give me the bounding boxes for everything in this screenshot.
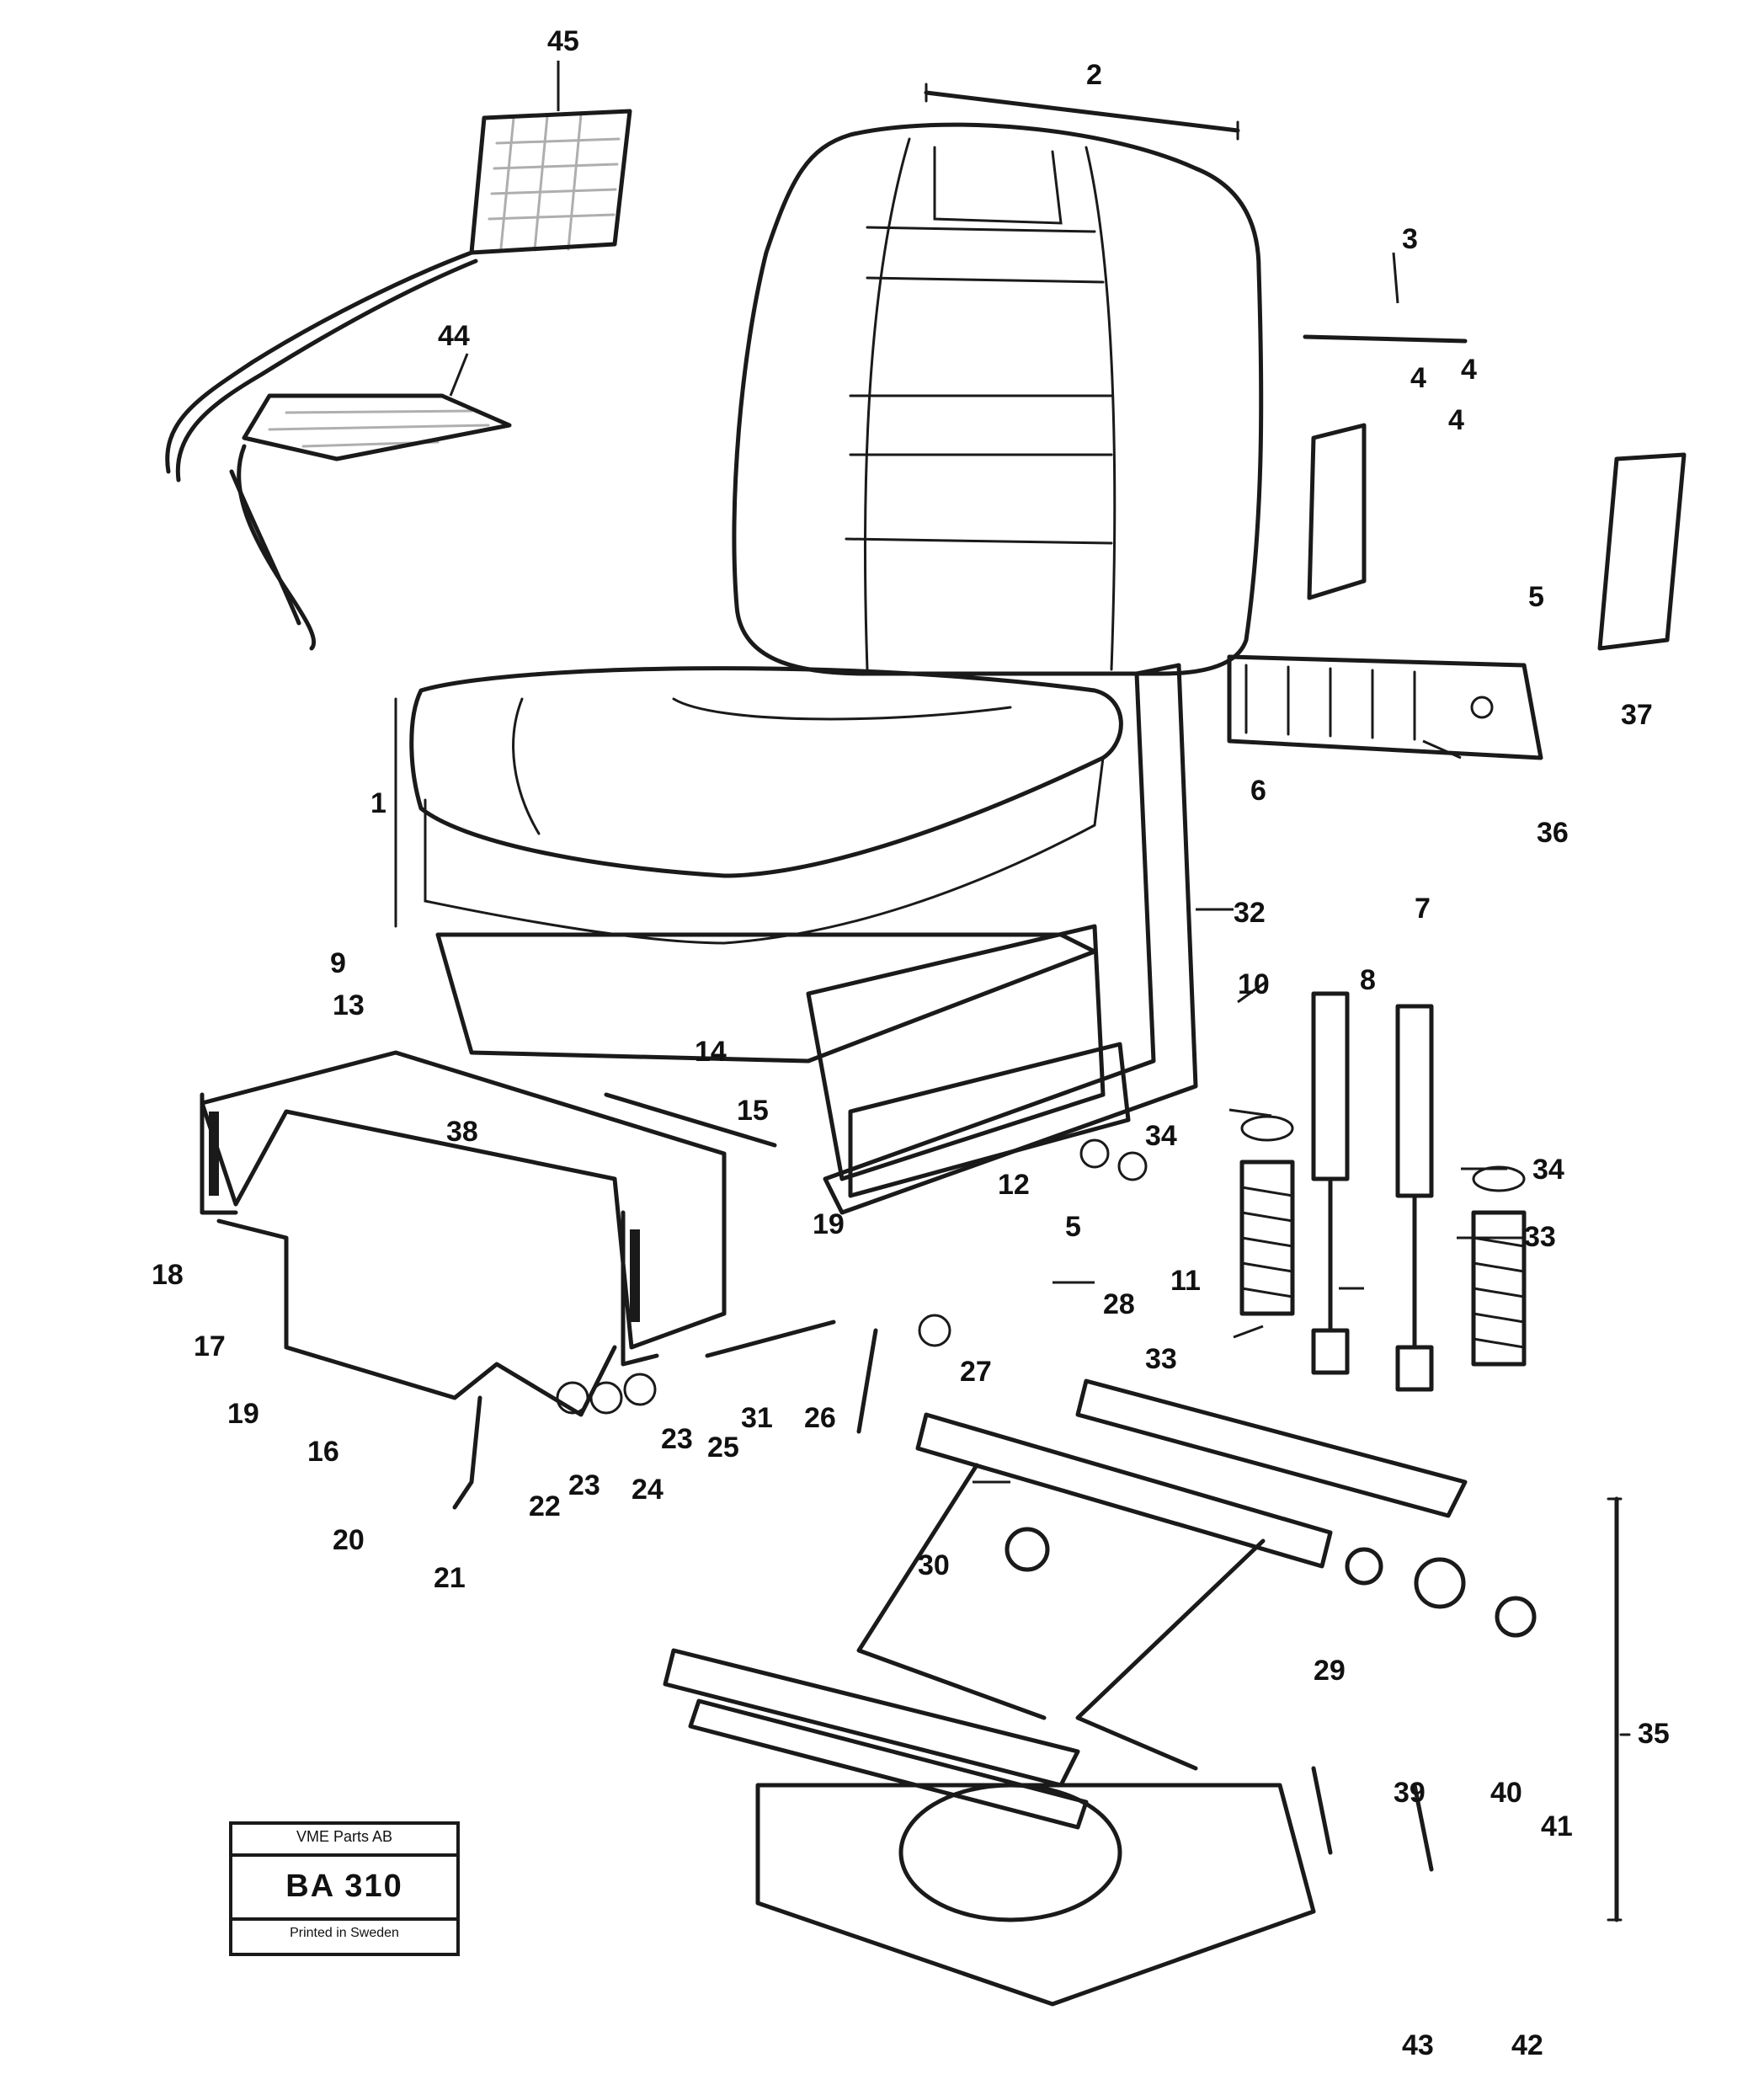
callout-25: 25: [707, 1432, 739, 1464]
callout-5b: 5: [1065, 1211, 1081, 1243]
callout-1: 1: [370, 787, 386, 819]
callout-4a: 4: [1410, 362, 1426, 394]
heated-pad-small: [229, 393, 512, 651]
callout-45: 45: [547, 25, 579, 57]
callout-34a: 34: [1145, 1120, 1177, 1152]
callout-22: 22: [529, 1490, 561, 1522]
callout-33a: 33: [1145, 1343, 1177, 1375]
callout-4c: 4: [1448, 404, 1464, 436]
callout-4b: 4: [1461, 354, 1477, 386]
title-block-printed: Printed in Sweden: [290, 1926, 399, 1940]
callout-7: 7: [1415, 893, 1431, 925]
callout-44: 44: [438, 320, 470, 352]
callout-20: 20: [333, 1524, 365, 1556]
side-bracket: [823, 654, 1543, 1215]
heated-pad-large: [165, 109, 632, 483]
callout-38: 38: [446, 1116, 478, 1148]
callout-34b: 34: [1532, 1154, 1564, 1186]
callout-15: 15: [737, 1095, 769, 1127]
callout-11: 11: [1170, 1265, 1201, 1297]
callout-6: 6: [1250, 775, 1266, 807]
callout-36: 36: [1537, 817, 1569, 849]
callout-40: 40: [1490, 1777, 1522, 1809]
callout-19b: 19: [227, 1398, 259, 1430]
callout-23a: 23: [661, 1423, 693, 1455]
title-block-divider-bottom: [232, 1917, 456, 1921]
callout-26: 26: [804, 1402, 836, 1434]
seat-cushion: [394, 666, 1123, 945]
title-block-divider-top: [232, 1853, 456, 1857]
scissor-suspension: [663, 1378, 1631, 2007]
callout-9: 9: [330, 947, 346, 979]
callout-28: 28: [1103, 1288, 1135, 1320]
callouts: 45 44 2 3 4 4 4 5 37 36 6 7 1 32 9 10 8 …: [152, 25, 1670, 2061]
callout-31: 31: [741, 1402, 773, 1434]
callout-3: 3: [1402, 223, 1418, 255]
callout-16: 16: [307, 1436, 339, 1468]
callout-12: 12: [998, 1169, 1030, 1201]
hardware: [452, 1138, 1434, 1872]
callout-17: 17: [194, 1330, 226, 1362]
callout-19a: 19: [813, 1208, 845, 1240]
callout-5a: 5: [1528, 581, 1544, 613]
callout-23b: 23: [568, 1469, 600, 1501]
callout-29: 29: [1314, 1655, 1346, 1687]
callout-43: 43: [1402, 2029, 1434, 2061]
callout-33b: 33: [1524, 1221, 1556, 1253]
callout-2: 2: [1086, 59, 1102, 91]
springs: [1239, 1115, 1527, 1367]
callout-10: 10: [1238, 968, 1270, 1000]
callout-30: 30: [918, 1549, 950, 1581]
callout-27: 27: [960, 1356, 992, 1388]
seat-rails: [435, 924, 1131, 1198]
seat-base-frame: [200, 1050, 727, 1417]
callout-39: 39: [1394, 1777, 1426, 1809]
callout-35: 35: [1638, 1718, 1670, 1750]
callout-8: 8: [1360, 964, 1376, 996]
callout-42: 42: [1511, 2029, 1543, 2061]
callout-21: 21: [434, 1562, 466, 1594]
callout-37: 37: [1621, 699, 1653, 731]
callout-32: 32: [1234, 897, 1266, 929]
callout-13: 13: [333, 989, 365, 1021]
callout-14: 14: [695, 1036, 727, 1068]
callout-18: 18: [152, 1259, 184, 1291]
callout-24: 24: [632, 1474, 663, 1506]
title-block-code: BA 310: [285, 1869, 403, 1904]
callout-41: 41: [1541, 1810, 1573, 1842]
title-block-company: VME Parts AB: [296, 1828, 393, 1845]
armrest: [1303, 334, 1687, 651]
title-block: VME Parts AB BA 310 Printed in Sweden: [229, 1821, 460, 1956]
leader-lines: [449, 61, 1524, 1484]
shock-absorbers: [1311, 991, 1434, 1392]
backrest: [732, 83, 1264, 676]
